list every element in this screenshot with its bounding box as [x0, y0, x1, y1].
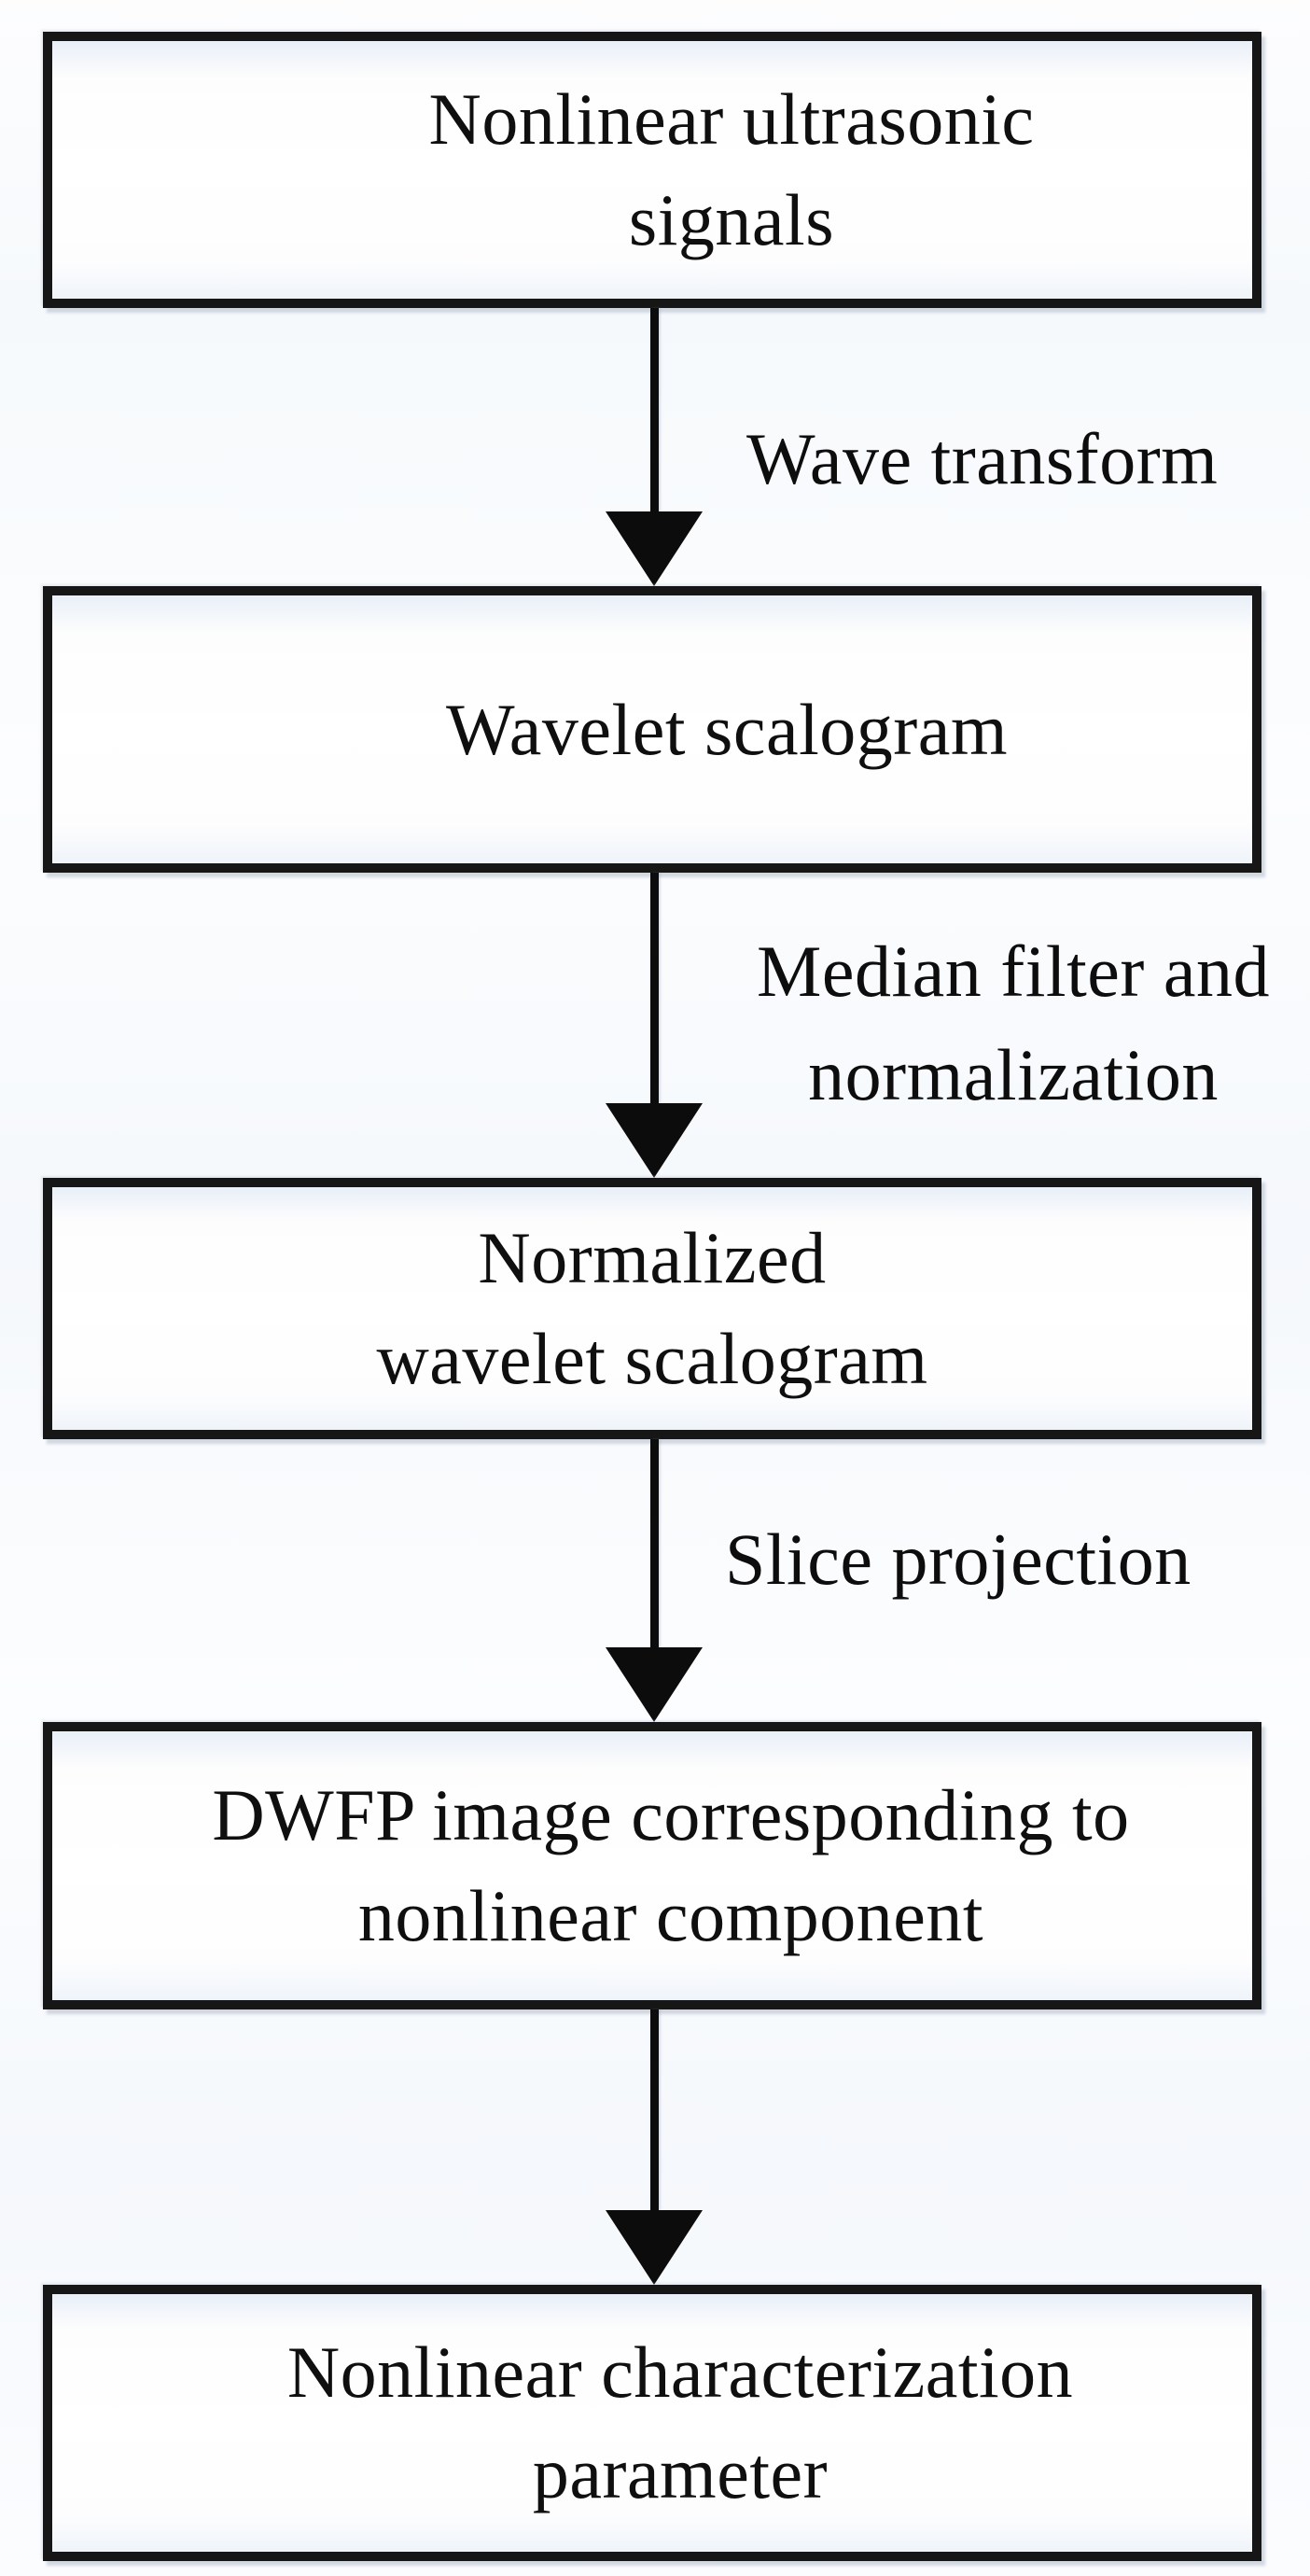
box-label: Normalized wavelet scalogram — [376, 1208, 927, 1409]
box-line: Nonlinear characterization — [286, 2331, 1074, 2413]
arrow-label-text: normalization — [808, 1034, 1219, 1115]
box-label: DWFP image corresponding to nonlinear co… — [212, 1765, 1129, 1967]
arrow-label-text: Slice projection — [725, 1519, 1192, 1600]
down-arrow-head-icon — [606, 1647, 703, 1722]
box-line: Normalized — [478, 1217, 827, 1298]
box-line: DWFP image corresponding to — [212, 1774, 1130, 1855]
down-arrow-stem — [650, 308, 659, 511]
box-label: Nonlinear characterization parameter — [287, 2322, 1073, 2524]
arrow-label-text: Median filter and — [757, 931, 1270, 1012]
arrow-label-text: Wave transform — [746, 418, 1219, 499]
box-line: Nonlinear ultrasonic — [428, 78, 1035, 160]
down-arrow-stem — [650, 2009, 659, 2210]
box-line: nonlinear component — [357, 1875, 984, 1956]
down-arrow-head-icon — [606, 1103, 703, 1178]
box-line: Wavelet scalogram — [445, 688, 1009, 770]
down-arrow-stem — [650, 873, 659, 1103]
arrow-label-wave-transform: Wave transform — [746, 407, 1218, 511]
flow-box-wavelet-scalogram: Wavelet scalogram — [43, 586, 1261, 873]
box-line: parameter — [532, 2432, 829, 2513]
arrow-label-median-filter-normalization: Median filter and normalization — [723, 919, 1303, 1127]
down-arrow-head-icon — [606, 511, 703, 586]
down-arrow-stem — [650, 1439, 659, 1647]
box-label: Nonlinear ultrasonic signals — [429, 69, 1035, 271]
box-line: signals — [628, 179, 835, 260]
box-line: wavelet scalogram — [376, 1318, 928, 1399]
flow-box-nonlinear-characterization-parameter: Nonlinear characterization parameter — [43, 2285, 1261, 2561]
flow-box-nonlinear-ultrasonic-signals: Nonlinear ultrasonic signals — [43, 32, 1261, 308]
down-arrow-head-icon — [606, 2210, 703, 2285]
box-label: Wavelet scalogram — [446, 679, 1008, 780]
flow-box-dwfp-image-nonlinear-component: DWFP image corresponding to nonlinear co… — [43, 1722, 1261, 2009]
arrow-label-slice-projection: Slice projection — [725, 1507, 1192, 1611]
flow-box-normalized-wavelet-scalogram: Normalized wavelet scalogram — [43, 1178, 1261, 1439]
